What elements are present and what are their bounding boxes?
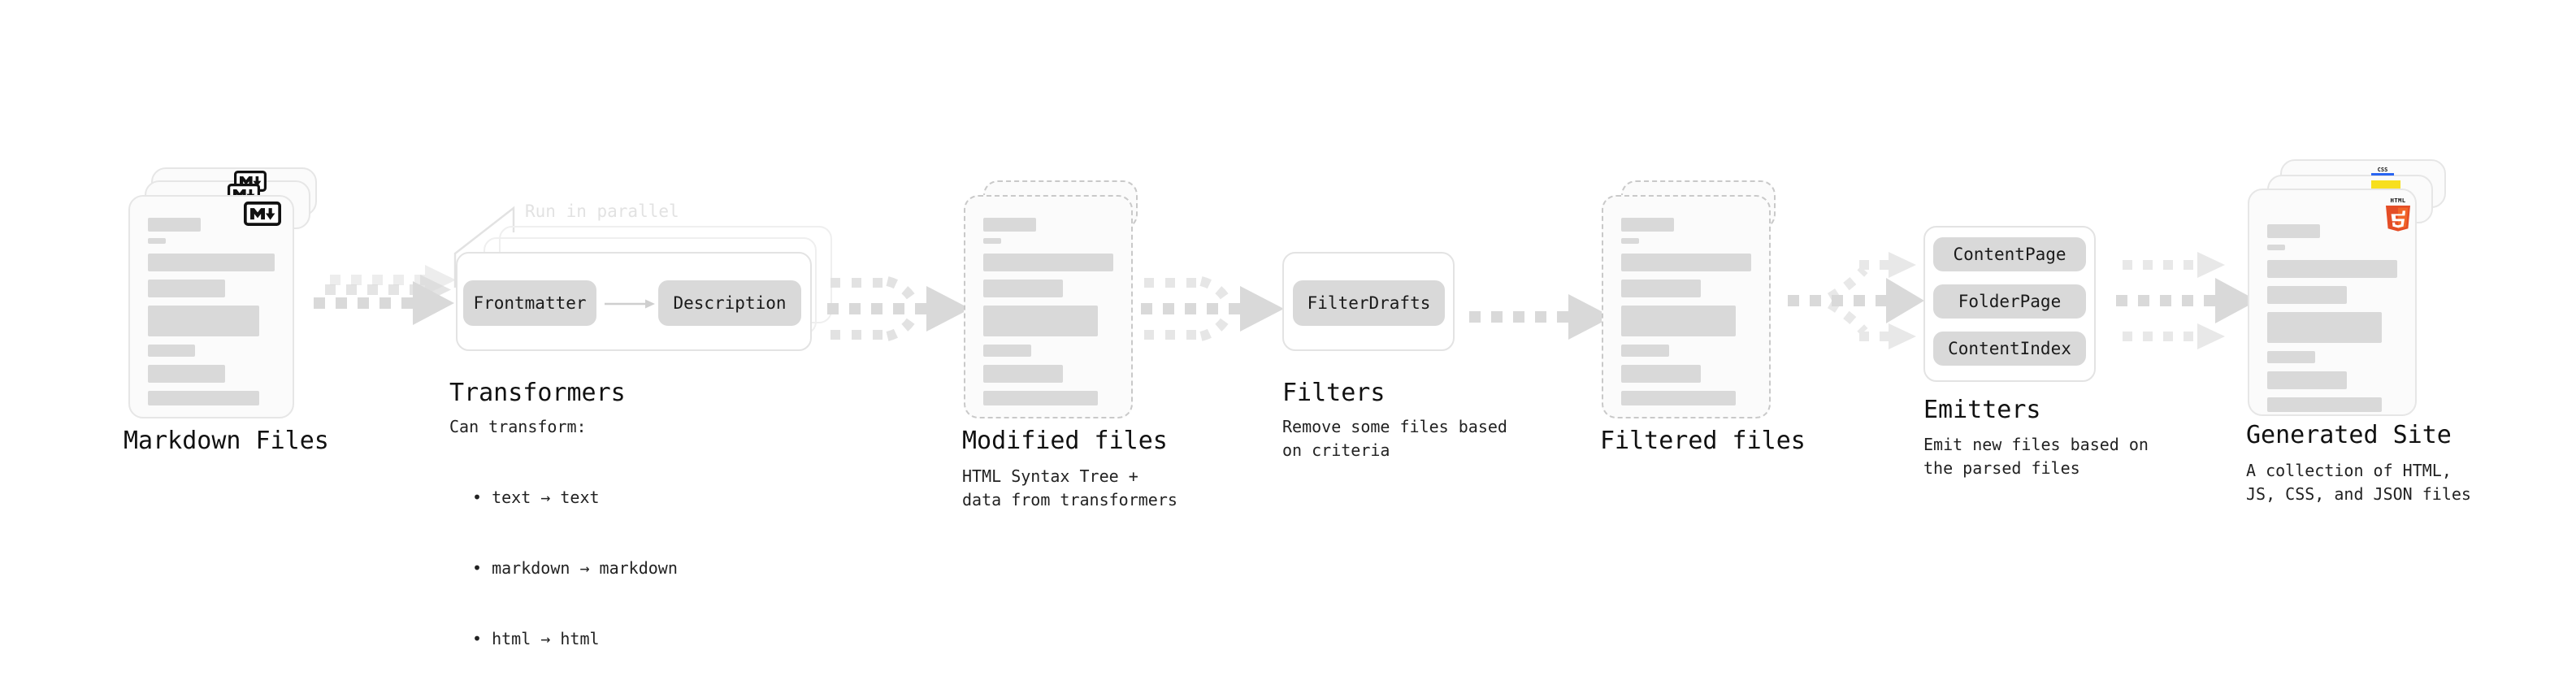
svg-text:CSS: CSS — [2378, 167, 2388, 173]
placeholder-bar — [983, 391, 1098, 405]
transformer-chip-description-label: Description — [673, 293, 787, 313]
placeholder-bar — [148, 365, 226, 383]
site-placeholder-lines — [2267, 224, 2397, 420]
emitters-chip-contentpage-label: ContentPage — [1953, 245, 2066, 264]
filters-chip-filterdrafts[interactable]: FilterDrafts — [1293, 280, 1445, 326]
placeholder-bar — [148, 345, 195, 357]
placeholder-bar — [2267, 224, 2320, 238]
transformers-bullets: • text → text • markdown → markdown • ht… — [458, 439, 678, 698]
placeholder-bar — [148, 391, 260, 405]
connector-filters-to-filtered — [1469, 294, 1612, 340]
svg-text:HTML: HTML — [2391, 197, 2406, 204]
run-in-parallel-bracket — [453, 206, 515, 288]
emitters-chip-folderpage[interactable]: FolderPage — [1933, 284, 2086, 319]
placeholder-bar — [148, 306, 260, 336]
filters-chip-filterdrafts-label: FilterDrafts — [1307, 293, 1431, 313]
placeholder-bar — [1621, 238, 1639, 244]
modified-placeholder-lines — [983, 218, 1113, 414]
placeholder-bar — [1621, 365, 1701, 383]
placeholder-bar — [983, 218, 1036, 232]
placeholder-bar — [1621, 254, 1751, 271]
transformers-subtitle: Can transform: — [449, 417, 587, 436]
run-in-parallel-label: Run in parallel — [525, 202, 679, 221]
transformers-bullet-0: • text → text — [472, 488, 600, 507]
emitters-chip-contentindex-label: ContentIndex — [1948, 339, 2071, 358]
placeholder-bar — [148, 238, 166, 244]
placeholder-bar — [2267, 371, 2347, 389]
emitters-chip-contentindex[interactable]: ContentIndex — [1933, 332, 2086, 366]
placeholder-bar — [983, 238, 1001, 244]
placeholder-bar — [2267, 260, 2397, 278]
emitters-chip-folderpage-label: FolderPage — [1958, 292, 2062, 311]
site-card-front — [2248, 189, 2417, 416]
placeholder-bar — [983, 365, 1063, 383]
css-badge-icon: CSS — [2371, 167, 2394, 176]
connector-filtered-to-emitters — [1788, 252, 1924, 349]
placeholder-bar — [2267, 312, 2382, 343]
placeholder-bar — [148, 218, 201, 232]
stage-title-filters: Filters — [1282, 379, 1386, 407]
placeholder-bar — [983, 280, 1063, 297]
emitters-subtitle: Emit new files based on the parsed files — [1923, 435, 2149, 478]
connector-transformers-to-modified — [827, 276, 970, 341]
markdown-placeholder-lines — [148, 218, 275, 414]
filtered-placeholder-lines — [1621, 218, 1751, 414]
transformer-chip-description[interactable]: Description — [658, 280, 801, 326]
placeholder-bar — [1621, 391, 1736, 405]
placeholder-bar — [983, 306, 1098, 336]
transformers-bullet-2: • html → html — [472, 629, 600, 648]
modified-card-front — [964, 195, 1133, 418]
connector-emitters-to-site — [2116, 252, 2257, 349]
stage-title-filtered-files: Filtered files — [1600, 427, 1806, 455]
placeholder-bar — [2267, 397, 2382, 412]
filtered-card-front — [1602, 195, 1771, 418]
connector-md-to-transformers — [314, 265, 456, 325]
placeholder-bar — [1621, 306, 1736, 336]
placeholder-bar — [1621, 280, 1701, 297]
transformers-bullet-1: • markdown → markdown — [472, 558, 678, 578]
emitters-chip-contentpage[interactable]: ContentPage — [1933, 237, 2086, 271]
placeholder-bar — [148, 280, 226, 297]
placeholder-bar — [2267, 286, 2347, 304]
stage-title-emitters: Emitters — [1923, 396, 2041, 424]
stage-title-transformers: Transformers — [449, 379, 626, 407]
html5-icon: HTML — [2386, 197, 2410, 232]
stage-title-markdown-files: Markdown Files — [124, 427, 329, 455]
stage-title-generated-site: Generated Site — [2246, 421, 2452, 449]
modified-files-subtitle: HTML Syntax Tree + data from transformer… — [962, 466, 1177, 509]
placeholder-bar — [983, 345, 1032, 357]
placeholder-bar — [2267, 351, 2316, 363]
stage-title-modified-files: Modified files — [962, 427, 1168, 455]
markdown-card-front — [128, 195, 294, 418]
generated-site-subtitle: A collection of HTML, JS, CSS, and JSON … — [2246, 461, 2471, 504]
placeholder-bar — [983, 254, 1113, 271]
connector-modified-to-filters — [1141, 276, 1284, 341]
placeholder-bar — [148, 254, 275, 271]
diagram-canvas: Markdown Files — [124, 159, 2471, 648]
placeholder-bar — [1621, 218, 1674, 232]
transformer-inner-arrow-front — [605, 299, 655, 309]
markdown-icon — [244, 202, 281, 226]
placeholder-bar — [2267, 245, 2285, 250]
transformer-chip-frontmatter[interactable]: Frontmatter — [463, 280, 596, 326]
filters-subtitle: Remove some files based on criteria — [1282, 417, 1507, 460]
transformer-chip-frontmatter-label: Frontmatter — [473, 293, 587, 313]
placeholder-bar — [1621, 345, 1670, 357]
